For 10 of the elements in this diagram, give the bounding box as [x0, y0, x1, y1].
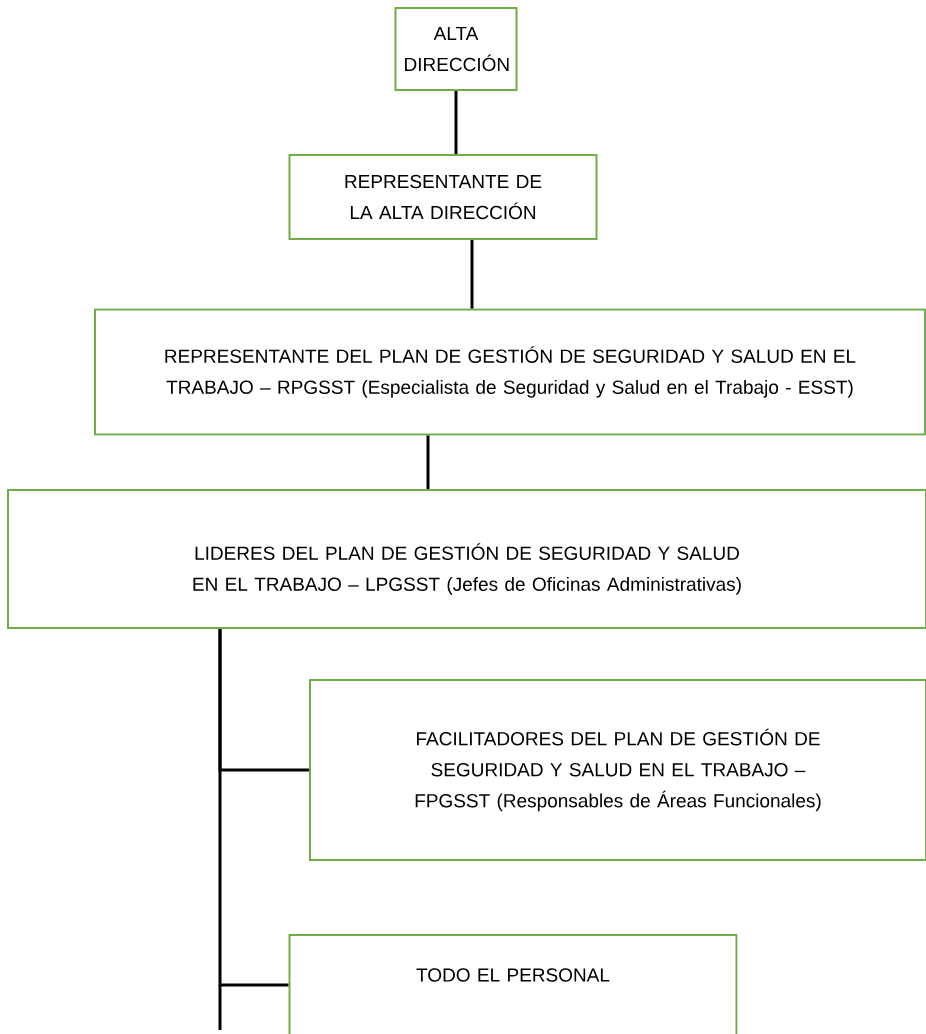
- process-box: REPRESENTANTE DE LA ALTA DIRECCIÓN: [288, 154, 598, 240]
- connector-line: [426, 435, 430, 489]
- process-box: REPRESENTANTE DEL PLAN DE GESTIÓN DE SEGURIDAD Y SALUD EN EL TRABAJO – RPGSST (Especialista de Seguridad y Salud en el Trabajo - ESST): [94, 308, 926, 436]
- process-box: TODO EL PERSONAL: [288, 934, 738, 1034]
- connector-line: [218, 629, 289, 987]
- process-box: LIDERES DEL PLAN DE GESTIÓN DE SEGURIDAD Y SALUD EN EL TRABAJO – LPGSST (Jefes de Oficinas Administrativas): [7, 489, 926, 629]
- connector-line: [470, 240, 474, 309]
- connector-line: [454, 91, 458, 154]
- process-box: FACILITADORES DEL PLAN DE GESTIÓN DE SEGURIDAD Y SALUD EN EL TRABAJO – FPGSST (Responsables de Áreas Funcionales): [309, 679, 926, 861]
- process-box: ALTA DIRECCIÓN: [394, 7, 518, 91]
